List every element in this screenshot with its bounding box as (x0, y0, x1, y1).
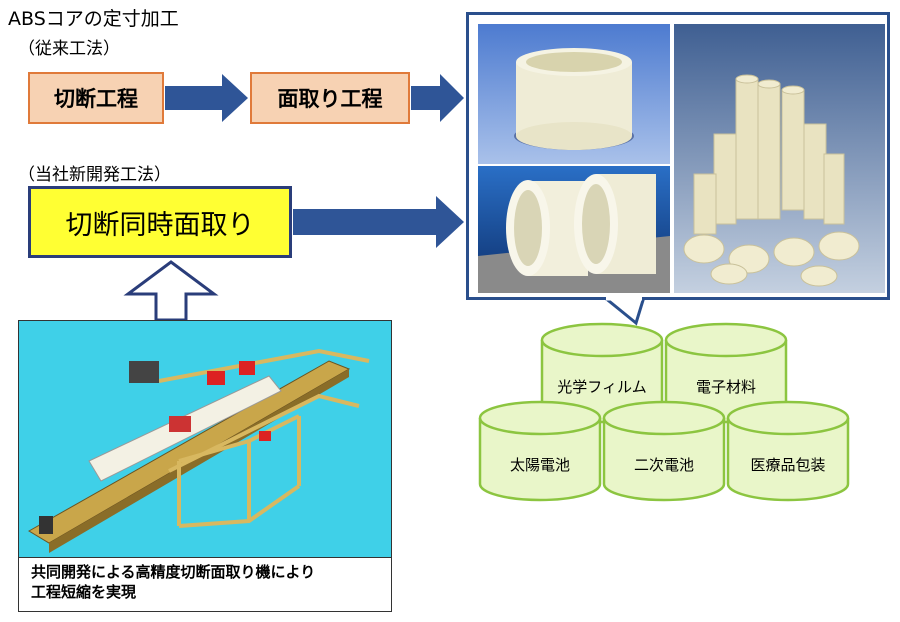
cylinder-solar-cell (478, 400, 602, 502)
up-arrow-from-machine (123, 260, 219, 322)
products-photo-bubble (466, 12, 890, 300)
ring-photo (478, 24, 670, 164)
conventional-method-label: （従来工法） (18, 39, 120, 59)
arrow-to-products (411, 74, 464, 122)
application-label-secondary-battery: 二次電池 (633, 456, 694, 474)
roll-cutting-photo (478, 166, 670, 293)
application-label-medical-packaging: 医療品包装 (750, 456, 826, 474)
bubble-tail (601, 297, 646, 326)
applications-cylinders (478, 322, 850, 502)
arrow-new-to-products (293, 196, 464, 248)
application-label-solar-cell: 太陽電池 (509, 456, 570, 474)
machine-photo-panel: 共同開発による高精度切断面取り機により 工程短縮を実現 (18, 320, 392, 612)
cutting-step-box: 切断工程 (28, 72, 164, 124)
arrow-to-chamfering (165, 74, 248, 122)
cylinder-optical-film (540, 322, 664, 424)
cutting-chamfering-machine-image (28, 348, 370, 553)
tube-stack-photo (674, 24, 885, 293)
cylinder-medical-packaging (726, 400, 850, 502)
application-label-optical-film: 光学フィルム (557, 378, 647, 396)
cylinder-secondary-battery (602, 400, 726, 502)
machine-caption-text: 共同開発による高精度切断面取り機により 工程短縮を実現 (31, 563, 316, 601)
machine-caption: 共同開発による高精度切断面取り機により 工程短縮を実現 (19, 557, 391, 611)
cylinder-electronic-materials (664, 322, 788, 424)
chamfering-step-box: 面取り工程 (250, 72, 410, 124)
simultaneous-cut-chamfer-box: 切断同時面取り (28, 186, 292, 258)
application-label-electronic-materials: 電子材料 (695, 378, 756, 396)
page-title: ABSコアの定寸加工 (8, 8, 179, 30)
new-method-label: （当社新開発工法） (18, 165, 171, 185)
